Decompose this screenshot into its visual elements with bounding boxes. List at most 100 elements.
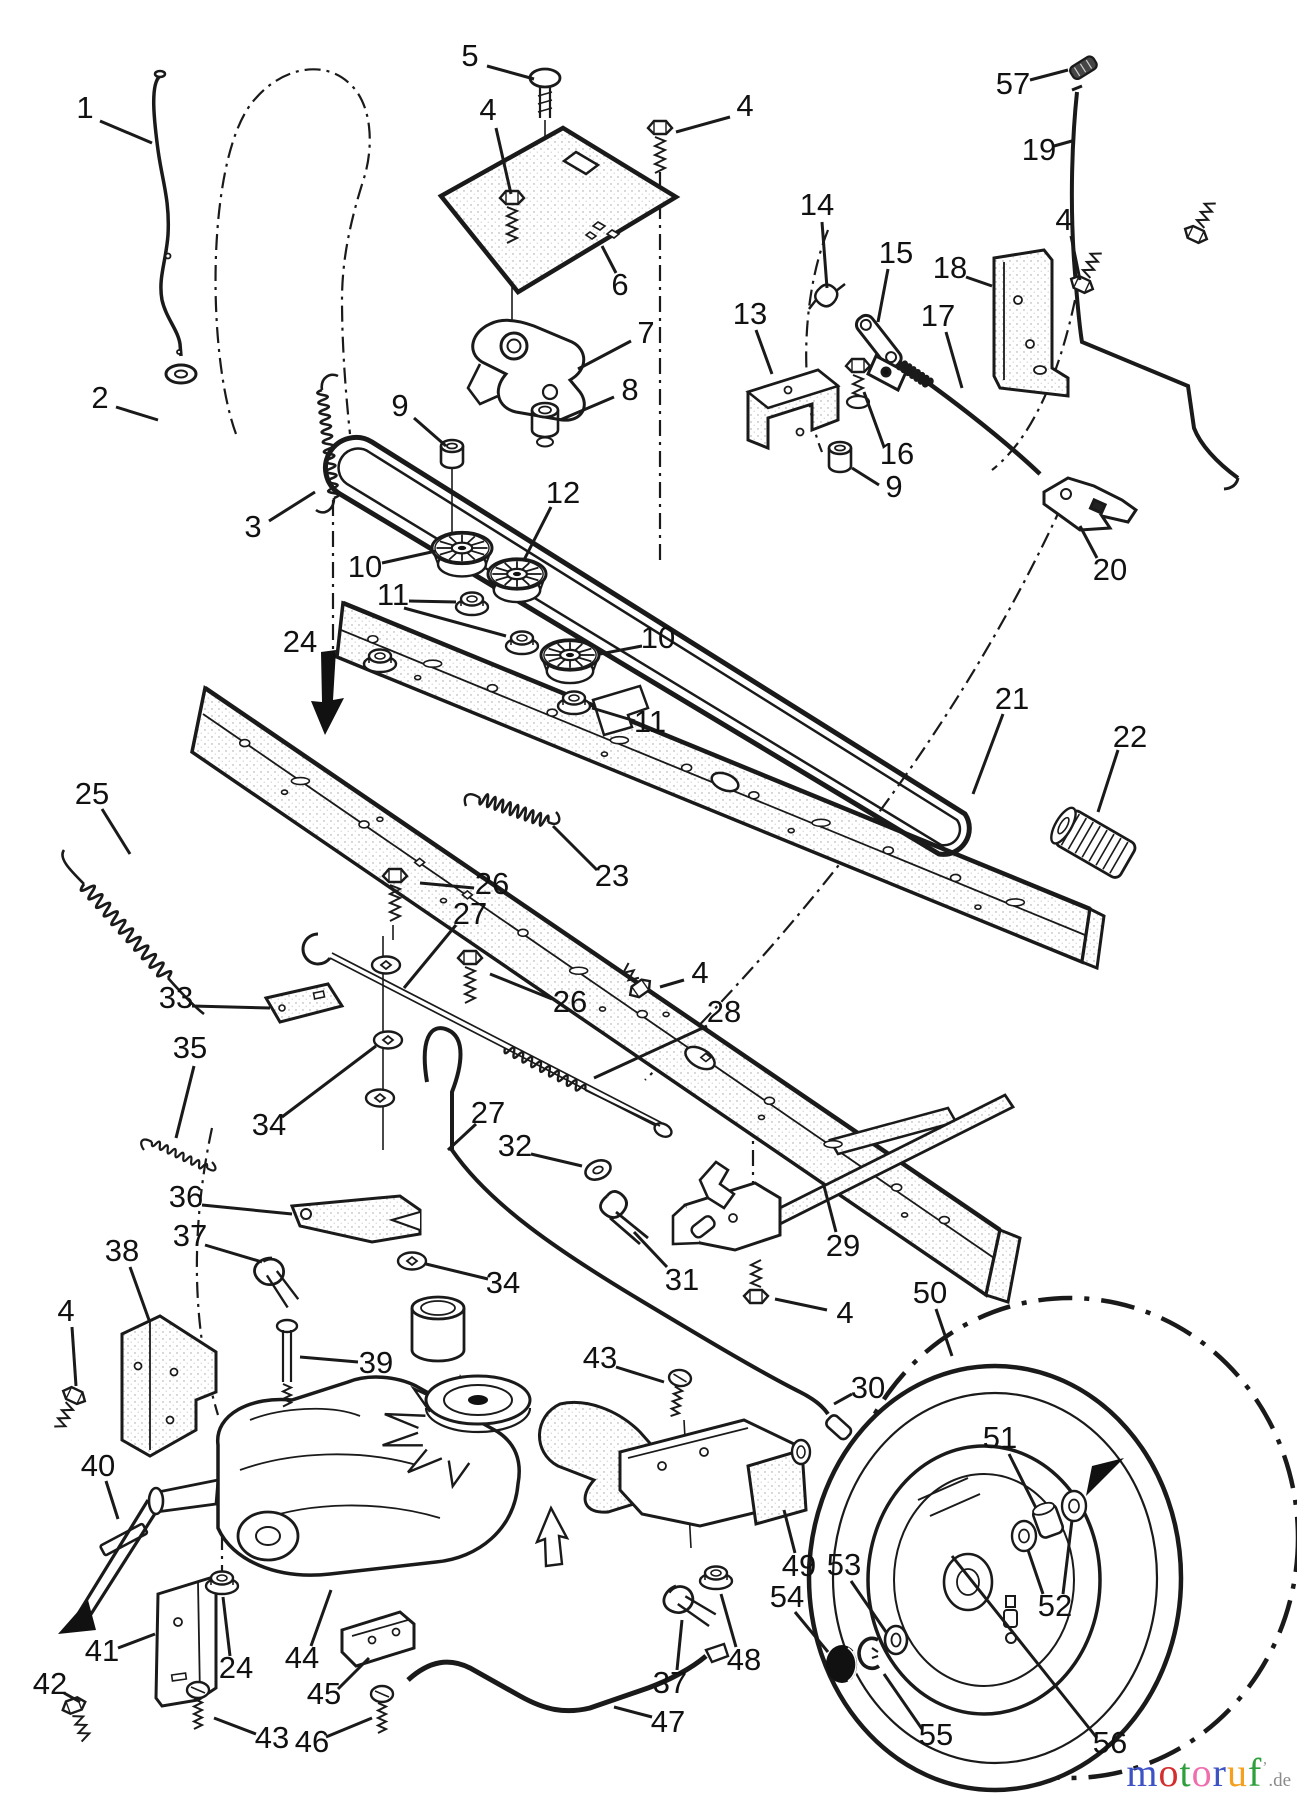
callout-11: 11 xyxy=(634,704,666,739)
callout-4: 4 xyxy=(479,92,496,127)
axle-arrow xyxy=(58,1600,96,1634)
callout-2: 2 xyxy=(91,380,108,415)
callout-19: 19 xyxy=(1022,132,1056,167)
cotter-pin xyxy=(599,1190,649,1246)
e-clip-53 xyxy=(857,1636,881,1671)
leader-line xyxy=(309,1589,333,1647)
leader-line xyxy=(782,1509,797,1554)
leader-line xyxy=(577,339,632,371)
callout-21: 21 xyxy=(995,681,1029,716)
watermark-letter: r xyxy=(1212,1750,1227,1795)
shift-rod xyxy=(151,69,183,357)
leader-line xyxy=(659,978,685,989)
callout-5: 5 xyxy=(461,38,478,73)
callout-13: 13 xyxy=(733,296,767,331)
leader-line xyxy=(489,972,553,1001)
flange-nut xyxy=(362,648,398,674)
callout-25: 25 xyxy=(75,776,109,811)
direction-arrow-down xyxy=(311,650,344,735)
callout-6: 6 xyxy=(611,267,628,302)
callout-3: 3 xyxy=(244,509,261,544)
callout-4: 4 xyxy=(736,88,753,123)
leader-line xyxy=(117,1632,156,1650)
leader-line xyxy=(754,329,774,375)
grommet xyxy=(164,363,198,385)
rod-cap xyxy=(1069,55,1098,81)
hairpin-clip xyxy=(662,1584,717,1627)
leader-line xyxy=(600,245,618,274)
leader-line xyxy=(849,1580,888,1633)
drive-belt xyxy=(322,435,972,857)
leader-line xyxy=(599,644,643,656)
leader-line xyxy=(446,1122,478,1152)
leader-line xyxy=(403,606,507,638)
hex-bolt xyxy=(61,1696,92,1743)
leader-line xyxy=(128,1266,151,1321)
frame-rail-rear xyxy=(335,600,1106,971)
callout-54: 54 xyxy=(770,1579,804,1614)
leader-line xyxy=(615,1365,665,1384)
callout-40: 40 xyxy=(81,1448,115,1483)
pivot-pin xyxy=(690,1215,716,1239)
leader-line xyxy=(862,391,886,448)
pedal-lever-assembly xyxy=(538,1400,812,1528)
square-washer xyxy=(364,1088,396,1108)
direction-arrow-ne xyxy=(1086,1458,1124,1496)
pan-screw xyxy=(667,1368,693,1418)
callout-26: 26 xyxy=(553,984,587,1019)
leader-line xyxy=(425,1262,489,1281)
leader-line xyxy=(325,1716,373,1739)
leader-line xyxy=(204,1243,263,1264)
screw xyxy=(528,67,562,118)
leader-line xyxy=(675,1619,684,1671)
flange-nut xyxy=(698,1565,734,1591)
leader-line xyxy=(1026,1549,1045,1595)
leader-line xyxy=(774,1297,828,1312)
leader-line xyxy=(551,824,599,872)
callout-4: 4 xyxy=(691,955,708,990)
bellcrank xyxy=(698,1160,736,1210)
leader-line xyxy=(950,1555,1099,1739)
axle-shaft xyxy=(76,1499,158,1623)
leader-line xyxy=(719,1593,738,1648)
callout-37: 37 xyxy=(173,1218,207,1253)
pan-screw xyxy=(369,1684,395,1734)
callout-23: 23 xyxy=(595,858,629,893)
callout-17: 17 xyxy=(921,298,955,333)
leader-line xyxy=(381,549,437,565)
leader-line xyxy=(559,395,615,422)
callout-26: 26 xyxy=(475,866,509,901)
mounting-plate xyxy=(437,125,681,295)
leader-line xyxy=(1029,68,1069,82)
watermark-letter: o xyxy=(1158,1750,1180,1795)
callout-51: 51 xyxy=(983,1420,1017,1455)
watermark-letter: f xyxy=(1247,1750,1263,1795)
spacer-bushing xyxy=(439,438,465,470)
leader-line xyxy=(201,1203,293,1216)
callout-41: 41 xyxy=(85,1633,119,1668)
callout-31: 31 xyxy=(665,1262,699,1297)
leader-line xyxy=(530,1152,583,1168)
hex-bolt xyxy=(498,189,526,244)
leader-line xyxy=(174,1065,196,1139)
callout-24: 24 xyxy=(219,1650,253,1685)
callout-39: 39 xyxy=(359,1345,393,1380)
leader-line xyxy=(486,64,535,81)
flat-washer xyxy=(584,1159,612,1181)
tire-outline-dashed xyxy=(839,1295,1297,1781)
support-bracket-left xyxy=(120,1314,218,1458)
leader-line xyxy=(591,706,636,723)
hex-bolt xyxy=(742,1259,770,1305)
watermark-suffix: .de xyxy=(1268,1770,1291,1791)
callout-56: 56 xyxy=(1093,1725,1127,1760)
square-washer xyxy=(396,1251,428,1271)
callout-47: 47 xyxy=(651,1704,685,1739)
watermark-letter: o xyxy=(1191,1750,1213,1795)
watermark-letter: t xyxy=(1179,1750,1192,1795)
callout-45: 45 xyxy=(307,1676,341,1711)
callout-18: 18 xyxy=(933,250,967,285)
leader-line xyxy=(876,268,890,323)
leader-line xyxy=(1096,749,1120,813)
leader-line xyxy=(820,221,829,289)
callout-8: 8 xyxy=(621,372,638,407)
